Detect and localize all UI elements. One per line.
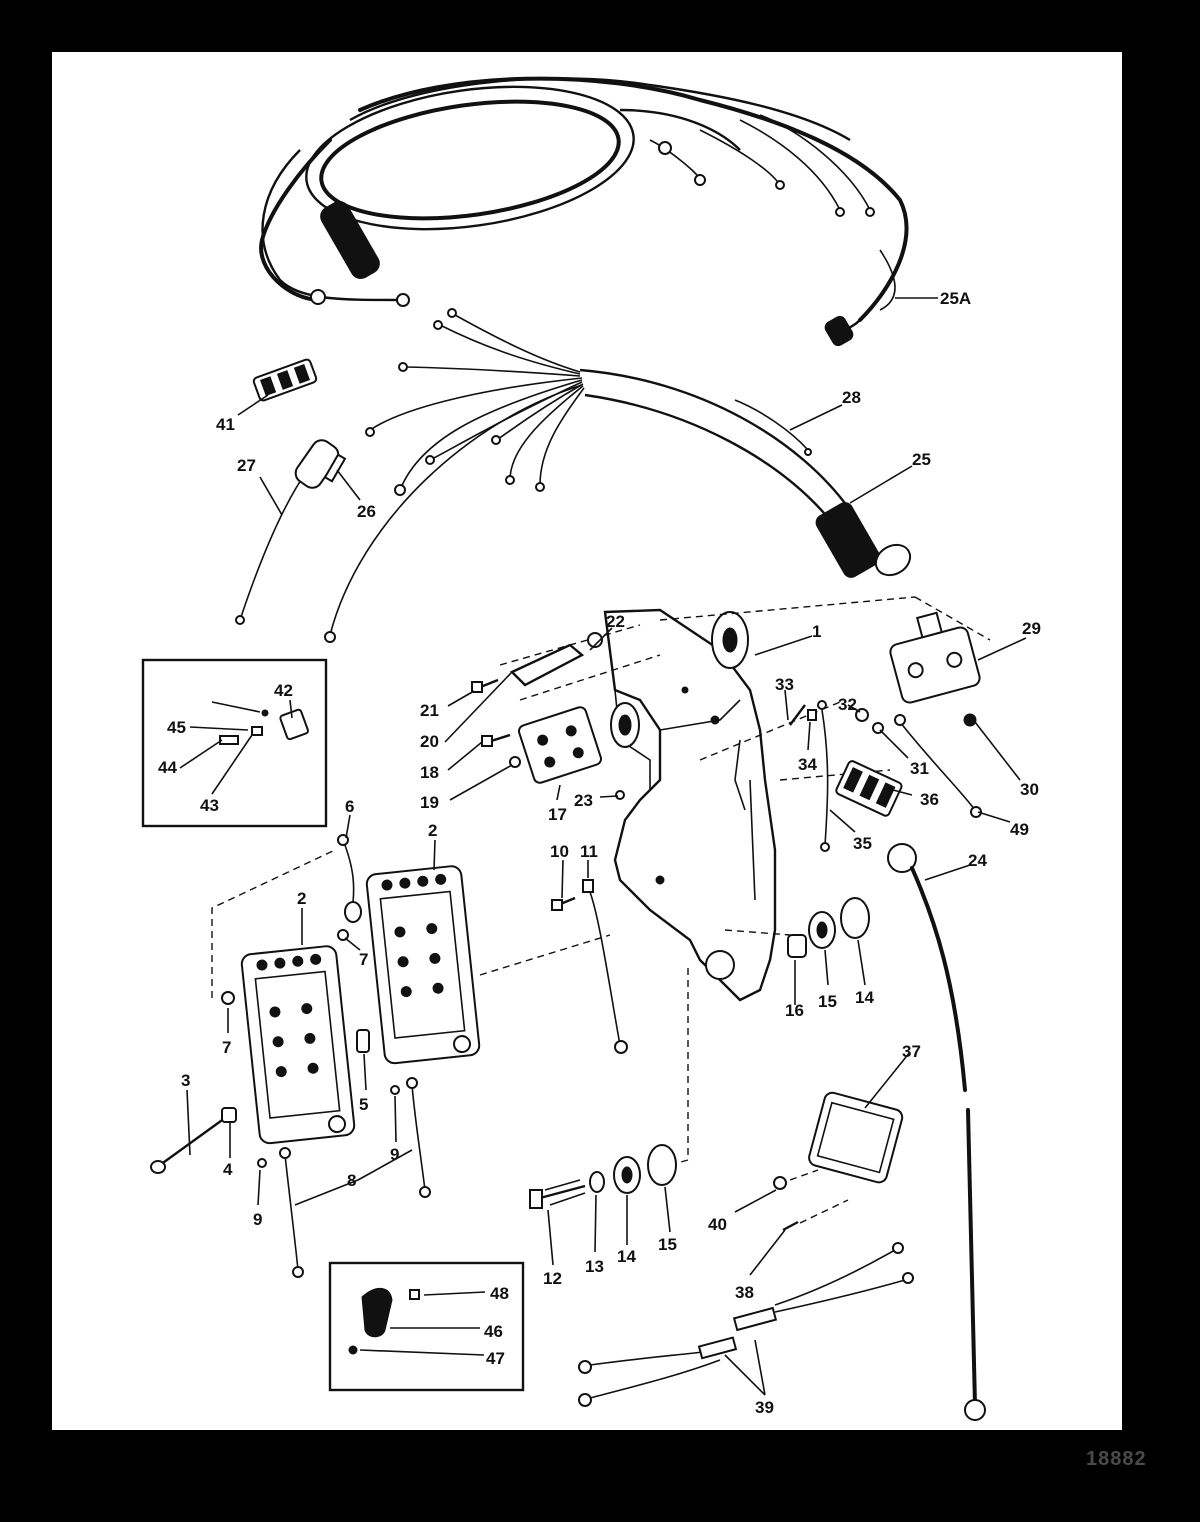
inset-box-46-48 bbox=[328, 1261, 525, 1392]
callout-34: 34 bbox=[798, 755, 817, 774]
callout-43: 43 bbox=[200, 796, 219, 815]
switch-box-right bbox=[365, 865, 481, 1065]
callout-23: 23 bbox=[574, 791, 593, 810]
callout-37: 37 bbox=[902, 1042, 921, 1061]
callout-40: 40 bbox=[708, 1215, 727, 1234]
callout-35: 35 bbox=[853, 834, 872, 853]
battery-cable bbox=[887, 843, 986, 1421]
figure-number: 18882 bbox=[1086, 1448, 1147, 1470]
callout-38: 38 bbox=[735, 1283, 754, 1302]
callout-44: 44 bbox=[158, 758, 177, 777]
callout-21: 21 bbox=[420, 701, 439, 720]
callout-9-right: 9 bbox=[390, 1145, 399, 1164]
callout-36: 36 bbox=[920, 790, 939, 809]
callout-26: 26 bbox=[357, 502, 376, 521]
callout-25: 25 bbox=[912, 450, 931, 469]
callout-31: 31 bbox=[910, 759, 929, 778]
callout-22: 22 bbox=[606, 612, 625, 631]
callout-3: 3 bbox=[181, 1071, 190, 1090]
mount-bushings bbox=[529, 897, 870, 1209]
callout-14-lower: 14 bbox=[617, 1247, 636, 1266]
inset-box-42-45 bbox=[141, 658, 328, 828]
callout-18: 18 bbox=[420, 763, 439, 782]
part-37-box bbox=[808, 1091, 904, 1184]
switch-box-hardware bbox=[150, 834, 431, 1278]
callout-19: 19 bbox=[420, 793, 439, 812]
callout-41: 41 bbox=[216, 415, 235, 434]
callout-10: 10 bbox=[550, 842, 569, 861]
callout-48: 48 bbox=[490, 1284, 509, 1303]
lead-set-39 bbox=[578, 1242, 914, 1407]
part-38-screw bbox=[782, 1220, 799, 1232]
callout-30: 30 bbox=[1020, 780, 1039, 799]
callout-15-upper: 15 bbox=[818, 992, 837, 1011]
callout-8: 8 bbox=[347, 1171, 356, 1190]
callout-2-right: 2 bbox=[428, 821, 437, 840]
callout-7-left: 7 bbox=[222, 1038, 231, 1057]
callout-labels: 1 2 2 3 4 5 6 7 7 8 9 9 10 11 12 13 14 1… bbox=[158, 289, 1041, 1417]
bracket-hardware bbox=[471, 632, 628, 1054]
callout-49: 49 bbox=[1010, 820, 1029, 839]
callout-42: 42 bbox=[274, 681, 293, 700]
callout-16: 16 bbox=[785, 1001, 804, 1020]
callout-2-left: 2 bbox=[297, 889, 306, 908]
leader-lines bbox=[179, 297, 1027, 1396]
callout-33: 33 bbox=[775, 675, 794, 694]
callout-45: 45 bbox=[167, 718, 186, 737]
switch-box-left bbox=[240, 945, 356, 1145]
callout-12: 12 bbox=[543, 1269, 562, 1288]
callout-15-lower: 15 bbox=[658, 1235, 677, 1254]
wiring-harness-lower bbox=[235, 308, 912, 643]
callout-24: 24 bbox=[968, 851, 987, 870]
callout-47: 47 bbox=[486, 1349, 505, 1368]
callout-17: 17 bbox=[548, 805, 567, 824]
callout-7-right: 7 bbox=[359, 950, 368, 969]
callout-29: 29 bbox=[1022, 619, 1041, 638]
callout-20: 20 bbox=[420, 732, 439, 751]
callout-9-left: 9 bbox=[253, 1210, 262, 1229]
callout-4: 4 bbox=[223, 1160, 233, 1179]
callout-25a: 25A bbox=[940, 289, 971, 308]
starter-solenoid-group bbox=[789, 611, 982, 852]
mounting-bracket bbox=[603, 608, 777, 1002]
callout-28: 28 bbox=[842, 388, 861, 407]
callout-1: 1 bbox=[812, 622, 821, 641]
callout-14-upper: 14 bbox=[855, 988, 874, 1007]
callout-13: 13 bbox=[585, 1257, 604, 1276]
wiring-harness-upper bbox=[259, 76, 909, 347]
callout-39: 39 bbox=[755, 1398, 774, 1417]
alignment-lines bbox=[211, 596, 991, 1224]
callout-5: 5 bbox=[359, 1095, 368, 1114]
callout-27: 27 bbox=[237, 456, 256, 475]
callout-46: 46 bbox=[484, 1322, 503, 1341]
callout-32: 32 bbox=[838, 695, 857, 714]
part-40-nut bbox=[773, 1176, 787, 1190]
callout-6: 6 bbox=[345, 797, 354, 816]
callout-11: 11 bbox=[580, 842, 598, 861]
